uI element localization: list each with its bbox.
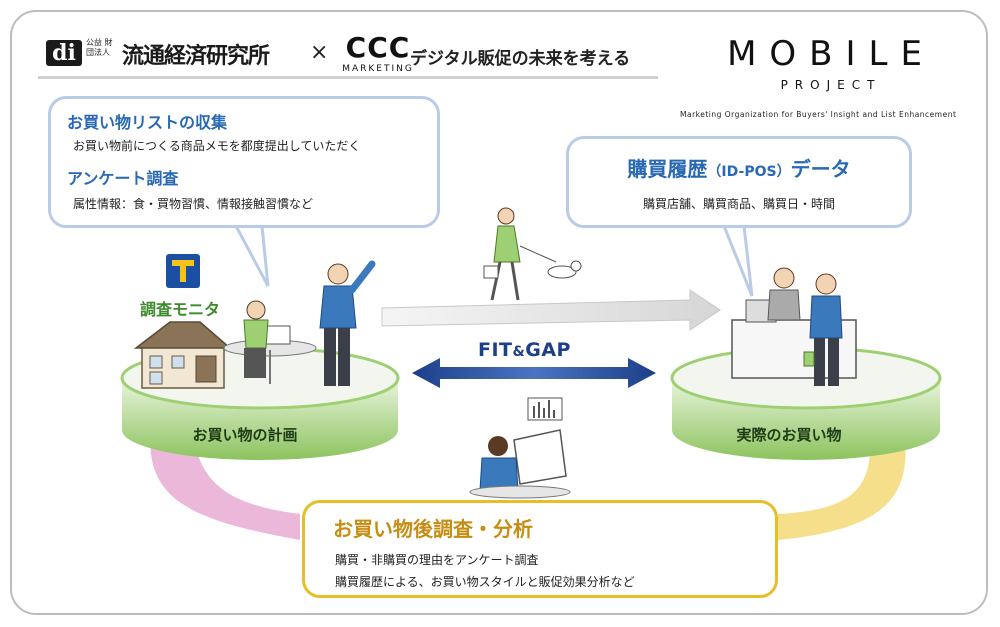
collab-times: ×	[310, 40, 329, 65]
ccc-logo-sub: MARKETING	[342, 64, 414, 74]
mobile-project-logo: MOBILE PROJECT	[716, 34, 946, 92]
survey-heading: アンケート調査	[67, 169, 179, 188]
shopping-list-heading: お買い物リストの収集	[67, 113, 228, 132]
purchase-history-bubble: 購買履歴（ID-POS）データ 購買店舗、購買商品、購買日・時間	[566, 136, 912, 228]
actual-shopping-label: 実際のお買い物	[736, 426, 842, 444]
heading-main: 購買履歴	[627, 157, 708, 181]
shopping-list-bubble: お買い物リストの収集 お買い物前につくる商品メモを都度提出していただく アンケー…	[48, 96, 440, 228]
org-type-label: 公益 財団法人	[86, 38, 113, 57]
ccc-marketing-logo: CCC MARKETING	[338, 31, 418, 75]
monitor-label: 調査モニタ	[140, 300, 221, 319]
shop-counter-illustration	[731, 267, 857, 386]
planning-label: お買い物の計画	[192, 426, 298, 444]
post-purchase-text-1: 購買・非購買の理由をアンケート調査	[335, 553, 539, 567]
fitgap-label: FIT&GAP	[478, 339, 571, 361]
di-logo-icon: di	[46, 40, 82, 66]
ccc-logo-main: CCC	[345, 31, 411, 64]
shopping-list-text: お買い物前につくる商品メモを都度提出していただく	[73, 139, 361, 153]
post-purchase-text-2: 購買履歴による、お買い物スタイルと販促効果分析など	[335, 575, 635, 589]
header: di 公益 財団法人 流通経済研究所 × CCC MARKETING デジタル販…	[38, 31, 658, 79]
header-divider	[38, 76, 658, 79]
mobile-subtitle: PROJECT	[780, 78, 882, 92]
heading-tail: データ	[790, 157, 851, 181]
heading-paren: （ID-POS）	[707, 164, 791, 180]
amp-text: &	[512, 344, 526, 360]
mobile-description: Marketing Organization for Buyers' Insig…	[680, 110, 957, 119]
gap-text: GAP	[525, 339, 571, 361]
walking-woman-illustration	[483, 207, 582, 301]
t-card-logo-icon	[166, 254, 200, 288]
tagline: デジタル販促の未来を考える	[410, 49, 631, 69]
org-name: 流通経済研究所	[122, 44, 270, 69]
survey-text: 属性情報：食・買物習慣、情報接触習慣など	[73, 197, 314, 211]
post-purchase-heading: お買い物後調査・分析	[333, 517, 533, 541]
monitor-woman-illustration	[223, 300, 317, 384]
fit-text: FIT	[478, 339, 513, 361]
waving-man-illustration	[319, 260, 376, 386]
house-illustration	[133, 321, 233, 389]
analyst-illustration	[469, 397, 571, 499]
purchase-history-heading: 購買履歴（ID-POS）データ	[569, 153, 909, 182]
journey-arrow	[381, 289, 721, 331]
fitgap-arrow	[412, 358, 656, 388]
post-purchase-bubble: お買い物後調査・分析 購買・非購買の理由をアンケート調査 購買履歴による、お買い…	[302, 500, 778, 598]
purchase-history-text: 購買店舗、購買商品、購買日・時間	[642, 197, 835, 211]
mobile-title: MOBILE	[727, 34, 935, 74]
